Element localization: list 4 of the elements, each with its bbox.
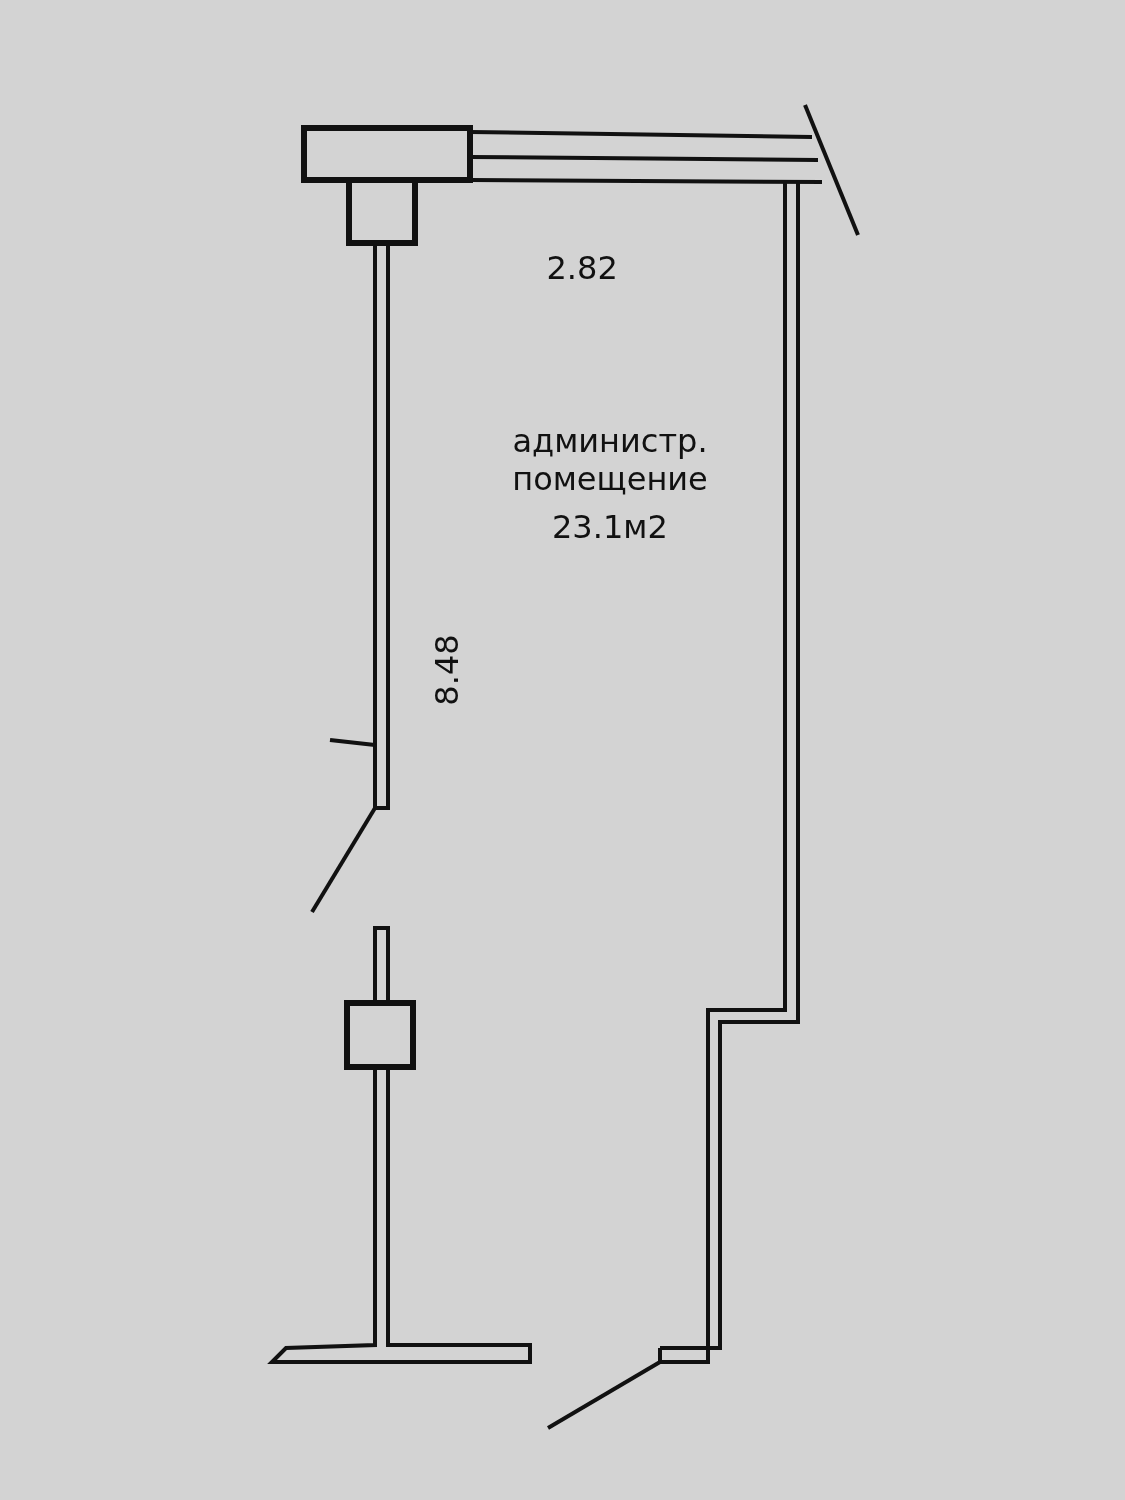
room-area: 23.1м2 (552, 508, 668, 546)
dimension-label: 8.48 (427, 634, 466, 706)
dimension-label: 2.82 (546, 249, 618, 287)
room-name: администр. помещение (511, 422, 709, 498)
